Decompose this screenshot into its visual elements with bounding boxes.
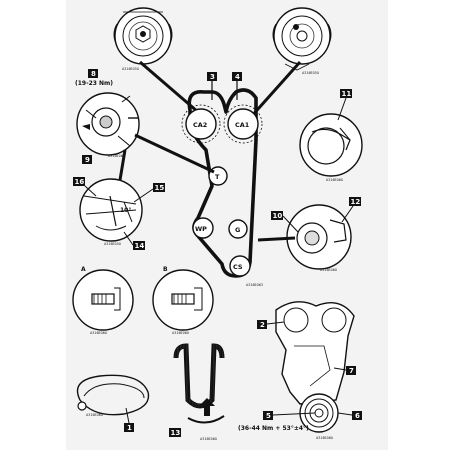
- callout-9: 9: [85, 156, 90, 164]
- camshaft-sprocket-left: [113, 7, 173, 65]
- callout-8: 8: [91, 70, 96, 78]
- pulley-label-t: T: [215, 173, 220, 181]
- camshaft-sprocket-right: [272, 7, 332, 71]
- figure-code: A316E050: [122, 67, 139, 71]
- callout-16: 16: [75, 178, 85, 186]
- figure-code: A316E060: [86, 413, 103, 417]
- figure-code: A316E063: [246, 283, 263, 287]
- pulley-label-g: G: [235, 226, 240, 234]
- figure-code: A316E060: [316, 436, 333, 440]
- view-label-b: B: [163, 266, 168, 273]
- pulley-label-ca1: CA1: [235, 121, 250, 129]
- callout-13: 13: [171, 429, 181, 437]
- timing-belt-cover: [275, 301, 355, 405]
- figure-code: A316E060: [320, 268, 337, 272]
- belt-routing-diagram: CA2 CA1 T WP G CS: [181, 88, 263, 278]
- tensioner-pulley-detail: [286, 204, 352, 270]
- tensioner-alignment-detail: [79, 178, 143, 242]
- callout-3: 3: [210, 73, 215, 81]
- view-a-bolt-detail: [72, 269, 134, 331]
- callout-14: 14: [135, 242, 145, 250]
- timing-belt-section: [173, 343, 225, 424]
- callout-2: 2: [260, 321, 265, 329]
- alignment-angle: 10°: [120, 207, 131, 214]
- pulley-label-wp: WP: [195, 225, 207, 233]
- figure-code: A316E060: [200, 437, 217, 441]
- figure-code: A316E060: [90, 331, 107, 335]
- torque-spec-5: (36-44 Nm + 53°±4°): [238, 425, 309, 432]
- pulley-label-cs: CS: [233, 263, 243, 271]
- callout-1: 1: [127, 424, 132, 432]
- callout-15: 15: [155, 184, 165, 192]
- sensor-cable: [76, 374, 150, 416]
- torque-spec-8: (19-23 Nm): [75, 80, 113, 87]
- figure-code: A316E060: [172, 331, 189, 335]
- sensor-detail-view: [299, 113, 363, 177]
- tensioner-detail-view: [76, 92, 140, 156]
- callout-12: 12: [351, 198, 361, 206]
- callout-10: 10: [273, 212, 283, 220]
- callout-4: 4: [235, 73, 240, 81]
- figure-code: A316E050: [302, 71, 319, 75]
- figure-code: A316E060: [326, 178, 343, 182]
- callout-11: 11: [342, 90, 352, 98]
- figure-code: A316E063: [108, 154, 125, 158]
- callout-6: 6: [355, 412, 360, 420]
- view-label-a: A: [81, 266, 86, 273]
- view-b-bolt-detail: [152, 269, 214, 331]
- callout-7: 7: [349, 367, 354, 375]
- pulley-label-ca2: CA2: [193, 121, 207, 129]
- callout-5: 5: [266, 412, 271, 420]
- figure-code: A316E050: [104, 242, 121, 246]
